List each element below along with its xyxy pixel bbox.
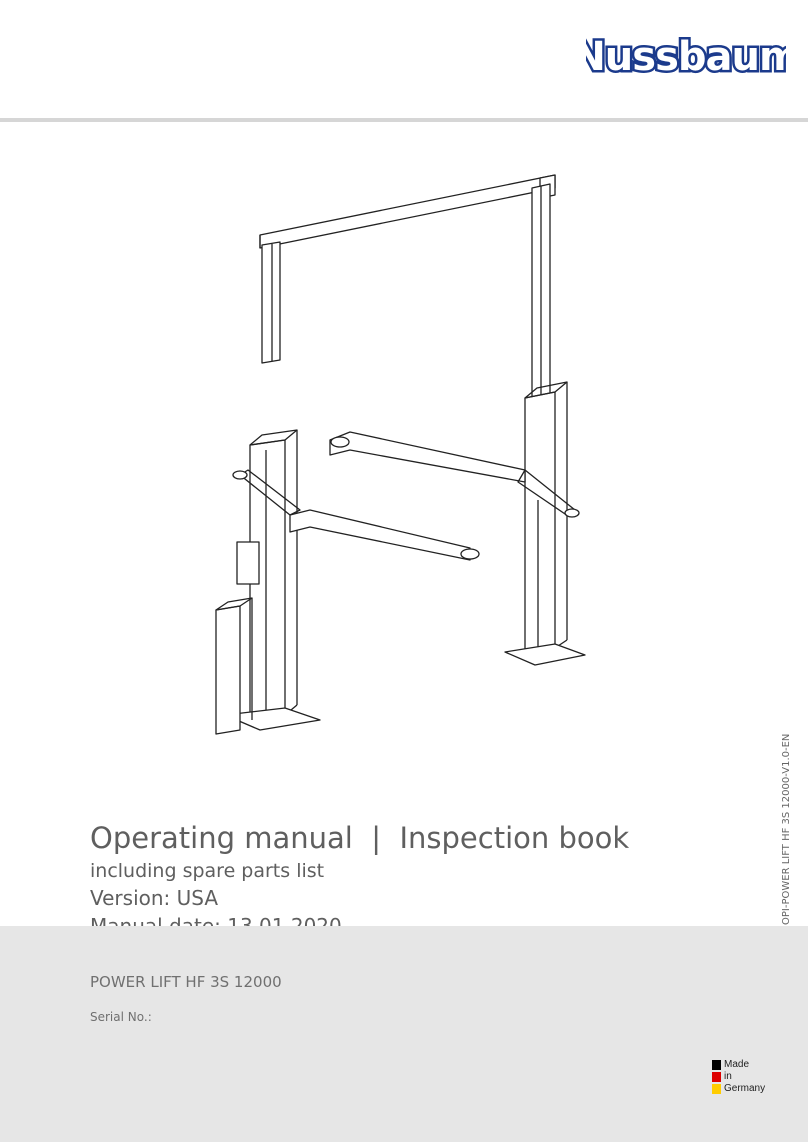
version-text: Version: USA [90, 886, 219, 910]
lift-illustration [215, 174, 586, 735]
document-title: Operating manual | Inspection book [90, 821, 630, 855]
made-in-germany-badge: Made in Germany [712, 1059, 792, 1104]
header-rule [0, 118, 808, 122]
nussbaum-logo: Nussbaum [586, 32, 786, 83]
made-in-text: Made in Germany [724, 1059, 766, 1094]
title-block: Operating manual | Inspection book inclu… [90, 818, 730, 940]
logo-text: Nussbaum [586, 34, 786, 80]
product-name: POWER LIFT HF 3S 12000 [90, 973, 282, 991]
subtitle-spare-parts: including spare parts list [90, 860, 325, 882]
german-flag-icon [712, 1060, 721, 1096]
footer-band: POWER LIFT HF 3S 12000 Serial No.: Made … [0, 926, 808, 1142]
document-code: OPI-POWER LIFT HF 3S 12000-V1.0-EN [781, 733, 792, 925]
serial-label: Serial No.: [90, 1010, 152, 1024]
